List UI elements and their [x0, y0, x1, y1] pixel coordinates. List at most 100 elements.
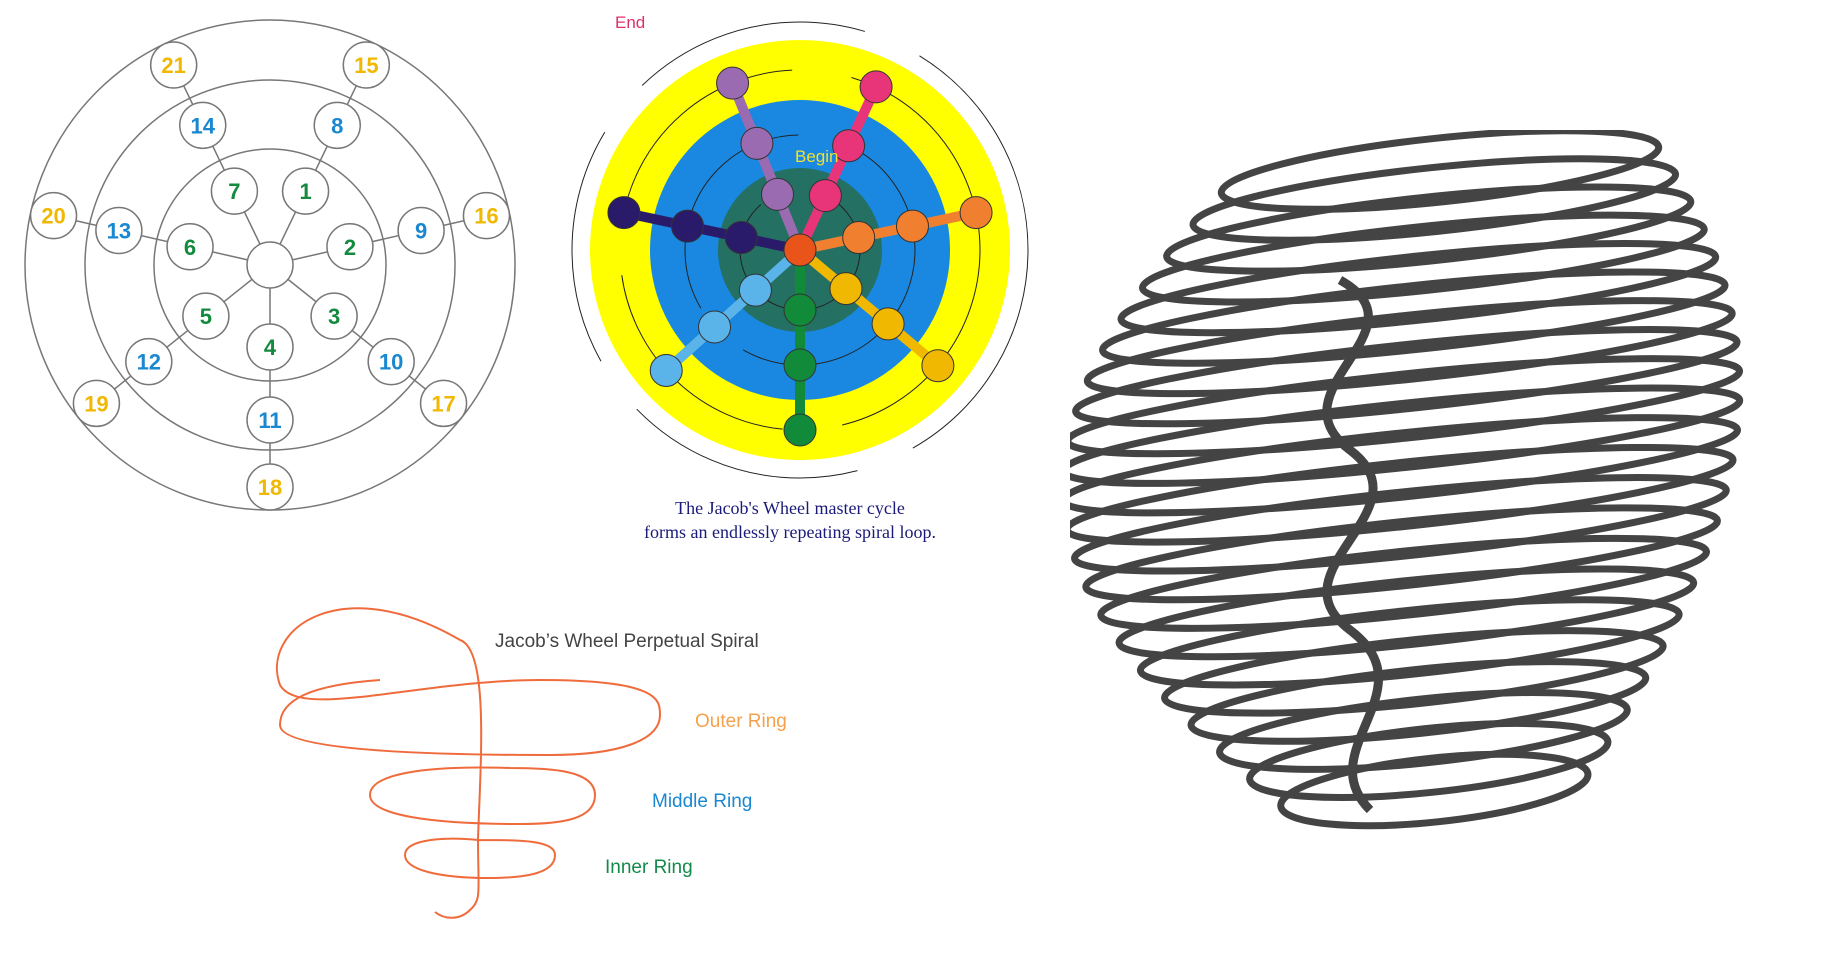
cycle-node-lightblue [649, 353, 683, 387]
wheel-node: 21 [149, 41, 198, 89]
coil-loop [1187, 658, 1650, 745]
cycle-node-green [783, 293, 817, 327]
wheel-node-circle [72, 379, 121, 428]
wheel-node-circle [125, 337, 173, 386]
cycle-node-orange [959, 196, 993, 230]
wheel-node-circle [281, 167, 330, 215]
wheel-node-number: 14 [191, 113, 216, 138]
outer-ring-label: Outer Ring [695, 711, 787, 732]
wheel-node-circle [462, 191, 511, 240]
cycle-spoke-navy [622, 207, 802, 255]
wheel-node-circle [367, 337, 415, 386]
wheel-node-circle [178, 101, 227, 150]
cycle-node-gold [921, 349, 955, 383]
cycle-node-navy [671, 209, 705, 243]
wheel-node-number: 6 [184, 235, 196, 260]
wheel-node: 6 [166, 223, 214, 271]
cycle-node-purple [761, 177, 795, 211]
coil-loop [1139, 211, 1708, 306]
wheel-node-number: 12 [137, 350, 161, 375]
wheel-node-circle [210, 167, 259, 215]
wheel-node: 16 [462, 191, 511, 240]
coil-loop [1246, 719, 1612, 801]
coil-loop [1070, 414, 1742, 517]
coil-loop [1082, 504, 1721, 604]
coil-loop [1099, 268, 1729, 367]
cycle-spoke-lightblue [662, 246, 804, 375]
wheel-node-circle [342, 41, 391, 89]
coil-core [1322, 276, 1384, 814]
wheel-spoke [269, 264, 445, 405]
wheel-node-circle [397, 206, 445, 255]
coil-loop [1136, 596, 1683, 689]
coil-loop [1070, 355, 1744, 458]
wheel-node-number: 16 [474, 204, 498, 229]
wheel-node-number: 18 [258, 475, 282, 500]
coil-loop [1163, 183, 1695, 275]
wheel-node-circle [246, 396, 294, 444]
begin-label: Begin [795, 147, 838, 166]
wheel-node-circle [182, 292, 230, 340]
wheel-node: 4 [246, 323, 294, 371]
wheel-node-circle [326, 223, 374, 271]
cycle-node-navy [607, 196, 641, 230]
coil-loop [1097, 534, 1710, 632]
wheel-spoke [269, 214, 487, 266]
wheel-node-number: 20 [41, 204, 65, 229]
cycle-node-gold [829, 272, 863, 306]
wheel-node-number: 15 [354, 53, 378, 78]
wheel-node-number: 2 [344, 235, 356, 260]
perpetual-spiral-diagram: Jacob’s Wheel Perpetual Spiral Outer Rin… [275, 607, 787, 919]
wheel-node-number: 5 [200, 304, 212, 329]
coil-loop [1070, 443, 1737, 546]
wheel-node-circle [29, 191, 78, 240]
wheel-node-circle [166, 223, 214, 271]
wheel-node: 7 [210, 167, 259, 215]
wheel-node: 13 [95, 206, 143, 255]
wheel-node: 10 [367, 337, 415, 386]
wheel-node-number: 9 [415, 219, 427, 244]
coil-loop [1072, 326, 1741, 428]
wheel-spoke [173, 64, 271, 266]
coil-loop [1189, 155, 1680, 244]
wheel-node: 3 [310, 292, 358, 340]
flow-arc [619, 69, 981, 431]
wheel-node-number: 4 [264, 335, 277, 360]
cycle-node-navy [724, 221, 758, 255]
wheel-node-circle [149, 41, 198, 89]
wheel-node: 19 [72, 379, 121, 428]
cycle-node-lightblue [738, 273, 772, 307]
cycle-node-lightblue [698, 310, 732, 344]
wheel-spoke [53, 214, 271, 266]
wheel-spoke [269, 64, 367, 266]
spiral-title: Jacob’s Wheel Perpetual Spiral [495, 631, 759, 652]
wheel-node: 17 [419, 379, 468, 428]
wheel-node-circle [246, 463, 294, 511]
wheel-node-circle [313, 101, 362, 150]
wheel-node-number: 3 [328, 304, 340, 329]
flow-arc [571, 21, 1029, 479]
wheel-node-circle [95, 206, 143, 255]
coil-loop [1277, 750, 1592, 830]
center-hub [246, 241, 294, 289]
cycle-node-pink [808, 179, 842, 213]
coil-loop [1161, 627, 1667, 717]
cycle-node-orange [842, 221, 876, 255]
caption-line-2: forms an endlessly repeating spiral loop… [644, 522, 936, 542]
wheel-node: 8 [313, 101, 362, 150]
wheel-node-circle [310, 292, 358, 340]
coil-loop [1117, 239, 1720, 337]
coil-loop [1216, 689, 1631, 773]
middle-ring-label: Middle Ring [652, 791, 752, 812]
wheel-node-circle [419, 379, 468, 428]
wheel-node: 15 [342, 41, 391, 89]
cycle-node-pink [859, 70, 893, 104]
coil-spiral-sketch [1070, 130, 1744, 830]
wheel-node: 2 [326, 223, 374, 271]
wheel-node-number: 21 [161, 53, 185, 78]
coil-loop [1070, 384, 1744, 487]
wheel-node-number: 17 [431, 391, 455, 416]
coil-loop [1115, 565, 1698, 661]
